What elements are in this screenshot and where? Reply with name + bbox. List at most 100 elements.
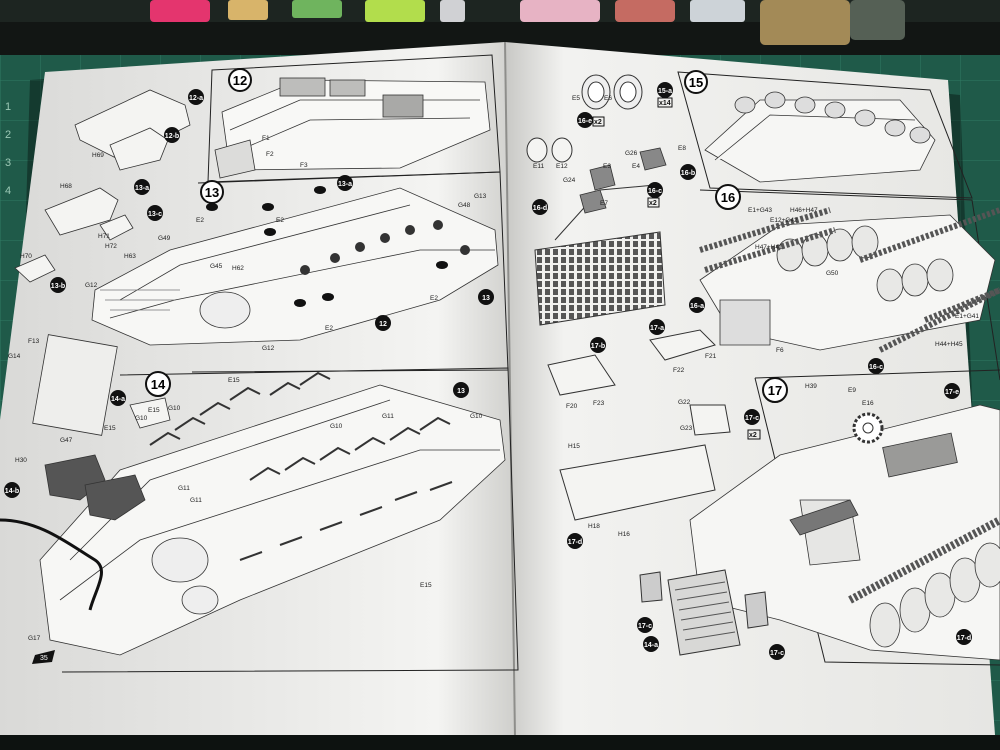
svg-text:H69: H69 bbox=[92, 152, 104, 159]
svg-text:35: 35 bbox=[40, 655, 48, 662]
svg-text:G17: G17 bbox=[28, 635, 41, 642]
svg-text:G47: G47 bbox=[60, 437, 73, 444]
svg-text:16-c: 16-c bbox=[648, 188, 662, 195]
svg-text:H47+H41: H47+H41 bbox=[755, 244, 783, 251]
svg-text:G13: G13 bbox=[474, 193, 487, 200]
svg-text:E15: E15 bbox=[420, 582, 432, 589]
road-wheel-parts bbox=[526, 74, 643, 163]
svg-text:1: 1 bbox=[5, 101, 11, 113]
svg-text:13-a: 13-a bbox=[338, 181, 352, 188]
step-badge-13: 13 bbox=[200, 180, 224, 204]
sub-badge-13-c: 13-c bbox=[147, 205, 163, 221]
svg-text:G12: G12 bbox=[85, 282, 98, 289]
svg-text:E2: E2 bbox=[276, 217, 284, 224]
svg-text:E1+G41: E1+G41 bbox=[955, 313, 979, 320]
svg-text:H46+H47: H46+H47 bbox=[790, 207, 818, 214]
svg-text:16-b: 16-b bbox=[681, 170, 695, 177]
svg-text:13-a: 13-a bbox=[135, 185, 149, 192]
svg-text:G10: G10 bbox=[330, 423, 343, 430]
svg-text:x2: x2 bbox=[594, 119, 602, 126]
sub-badge-16-e: 16-e bbox=[577, 112, 593, 128]
svg-text:12: 12 bbox=[233, 73, 247, 88]
svg-text:H30: H30 bbox=[15, 457, 27, 464]
svg-text:17-d: 17-d bbox=[957, 635, 971, 642]
track-detail-parts bbox=[579, 147, 667, 214]
svg-text:E11: E11 bbox=[533, 163, 544, 170]
svg-text:G49: G49 bbox=[158, 235, 171, 242]
left-loose-parts bbox=[0, 89, 191, 611]
svg-text:E15: E15 bbox=[104, 425, 116, 432]
sub-badge-16-a: 16-a bbox=[689, 297, 705, 313]
svg-text:3: 3 bbox=[5, 157, 11, 169]
svg-text:G22: G22 bbox=[678, 399, 691, 406]
svg-text:16-e: 16-e bbox=[578, 118, 592, 125]
svg-text:G23: G23 bbox=[680, 425, 693, 432]
right-part-labels: E5 E6 E11 E12 G24 G26 E3 E4 E7 E8 F22 F2… bbox=[533, 95, 979, 538]
svg-text:G14: G14 bbox=[8, 353, 21, 360]
svg-text:x14: x14 bbox=[659, 100, 671, 107]
svg-text:F6: F6 bbox=[776, 347, 784, 354]
svg-text:F20: F20 bbox=[566, 403, 578, 410]
svg-text:16-c: 16-c bbox=[869, 364, 883, 371]
svg-text:H72: H72 bbox=[105, 243, 117, 250]
svg-text:14-b: 14-b bbox=[5, 488, 19, 495]
svg-text:14: 14 bbox=[151, 377, 166, 392]
svg-text:G11: G11 bbox=[190, 497, 202, 504]
sub-badge-12: 12 bbox=[375, 315, 391, 331]
svg-text:G48: G48 bbox=[458, 202, 471, 209]
svg-text:x2: x2 bbox=[649, 200, 657, 207]
svg-text:12-b: 12-b bbox=[165, 133, 179, 140]
step-badge-14: 14 bbox=[145, 371, 171, 397]
svg-text:17-a: 17-a bbox=[650, 325, 664, 332]
svg-text:H16: H16 bbox=[618, 531, 630, 538]
sub-badge-13-a: 13-a bbox=[134, 179, 150, 195]
sub-badge-14-b: 14-b bbox=[4, 482, 20, 498]
svg-text:G12: G12 bbox=[262, 345, 275, 352]
svg-text:2: 2 bbox=[5, 129, 11, 141]
svg-text:x2: x2 bbox=[749, 432, 757, 439]
svg-text:16-d: 16-d bbox=[533, 205, 547, 212]
svg-text:E5: E5 bbox=[572, 95, 580, 102]
svg-text:G26: G26 bbox=[625, 150, 638, 157]
svg-text:12: 12 bbox=[379, 321, 387, 328]
svg-text:E16: E16 bbox=[862, 400, 874, 407]
svg-text:F1: F1 bbox=[262, 135, 270, 142]
svg-text:15: 15 bbox=[689, 75, 703, 90]
sub-badge-17-c: 17-c bbox=[744, 409, 760, 425]
sub-badge-17-e: 17-e bbox=[944, 383, 960, 399]
svg-text:17-b: 17-b bbox=[591, 343, 605, 350]
svg-text:G50: G50 bbox=[826, 270, 839, 277]
svg-text:E3: E3 bbox=[603, 163, 611, 170]
svg-text:G45: G45 bbox=[210, 263, 223, 270]
stowage-box-parts bbox=[639, 571, 769, 629]
step-badge-17: 17 bbox=[762, 377, 788, 403]
sprocket-part bbox=[852, 412, 884, 444]
svg-text:F3: F3 bbox=[300, 162, 308, 169]
step-15-hull-drawing bbox=[704, 91, 936, 183]
svg-text:13-c: 13-c bbox=[148, 211, 162, 218]
svg-text:E12+G42: E12+G42 bbox=[770, 217, 798, 224]
svg-text:16: 16 bbox=[721, 190, 735, 205]
sub-badge-15-a: 15-a bbox=[657, 82, 673, 98]
svg-text:H70: H70 bbox=[20, 253, 32, 260]
page-number: 35 bbox=[32, 650, 55, 664]
svg-text:H68: H68 bbox=[60, 183, 72, 190]
svg-text:F22: F22 bbox=[673, 367, 685, 374]
svg-text:4: 4 bbox=[5, 185, 11, 197]
step-12-hull-drawing bbox=[214, 77, 491, 179]
step-16-hull-drawing bbox=[699, 207, 1000, 353]
sub-badge-17-d: 17-d bbox=[567, 533, 583, 549]
step-17-hull-drawing bbox=[689, 404, 1000, 661]
sub-badge-14-a-right: 14-a bbox=[643, 636, 659, 652]
svg-text:14-a: 14-a bbox=[111, 396, 125, 403]
svg-text:H44+H45: H44+H45 bbox=[935, 341, 963, 348]
svg-text:F2: F2 bbox=[266, 151, 274, 158]
sub-badge-12-b: 12-b bbox=[164, 127, 180, 143]
svg-text:14-a: 14-a bbox=[644, 642, 658, 649]
svg-text:H63: H63 bbox=[124, 253, 136, 260]
svg-text:13-b: 13-b bbox=[51, 283, 65, 290]
step-14-torsion-arms bbox=[149, 371, 453, 561]
svg-text:H39: H39 bbox=[805, 383, 817, 390]
sub-badge-16-d: 16-d bbox=[532, 199, 548, 215]
spine bbox=[504, 41, 516, 739]
